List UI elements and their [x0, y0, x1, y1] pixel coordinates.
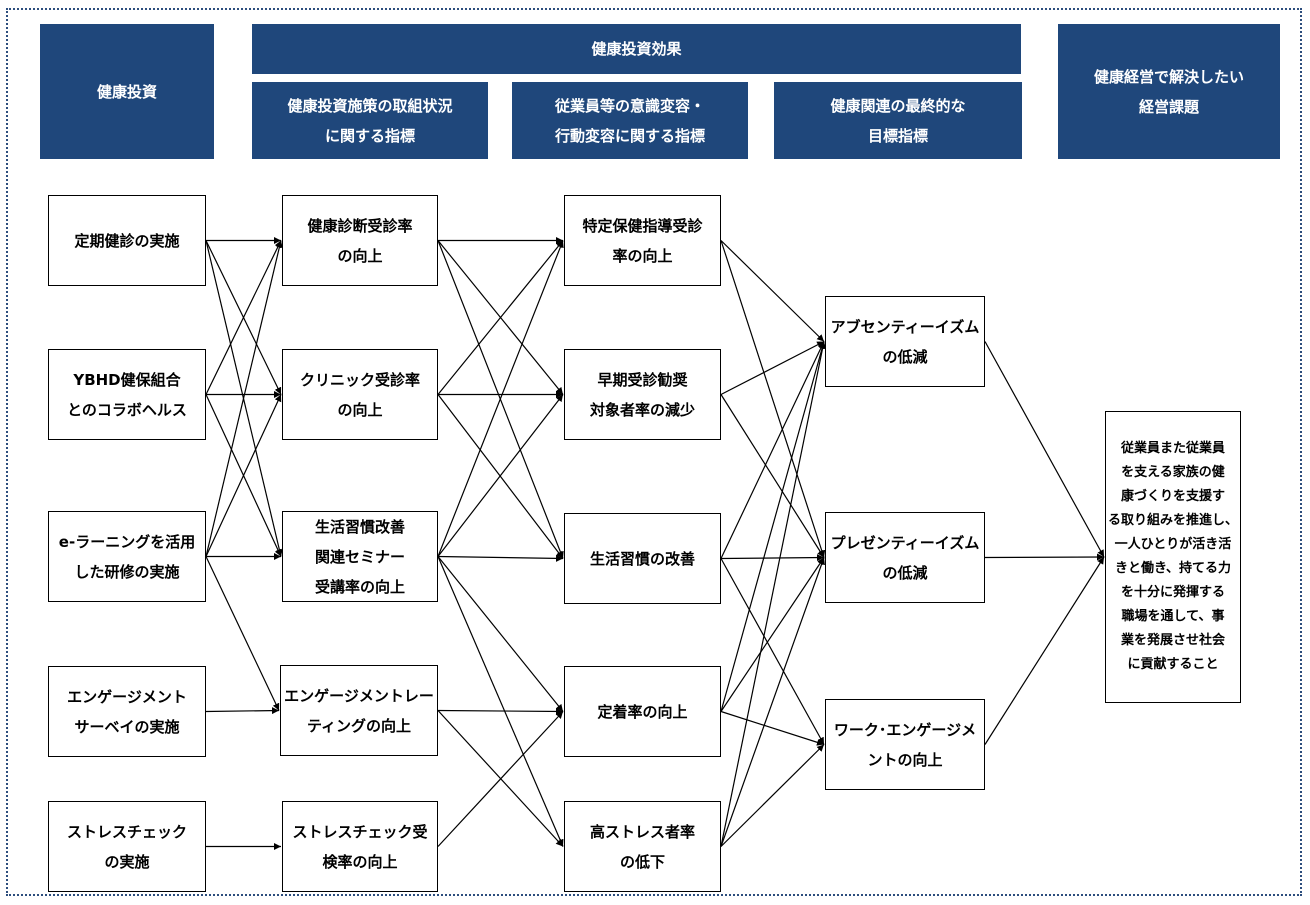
diagram-frame [6, 8, 1302, 896]
activity-box-3: 生活習慣改善 関連セミナー 受講率の向上 [282, 511, 438, 602]
investment-box-1: 定期健診の実施 [48, 195, 206, 286]
final-box-3: ワーク･エンゲージメ ントの向上 [825, 699, 985, 790]
arrow-beh1-to-fin1 [720, 240, 825, 342]
behavior-box-5: 高ストレス者率 の低下 [564, 801, 721, 892]
arrow-inv3-to-act2 [205, 394, 282, 557]
arrow-beh4-to-fin1 [720, 341, 826, 712]
arrow-act4-to-beh4 [437, 707, 564, 715]
behavior-box-1: 特定保健指導受診 率の向上 [564, 195, 721, 286]
header-behavior-indicators: 従業員等の意識変容・ 行動変容に関する指標 [512, 82, 748, 159]
activity-box-5: ストレスチェック受 検率の向上 [282, 801, 438, 892]
arrow-fin2-to-goal1 [984, 553, 1105, 561]
investment-box-5: ストレスチェック の実施 [48, 801, 206, 892]
arrow-act3-to-beh2 [437, 394, 564, 557]
final-box-2: プレゼンティーイズム の低減 [825, 512, 985, 603]
header-management-issue: 健康経営で解決したい 経営課題 [1058, 24, 1280, 159]
arrow-act2-to-beh1 [437, 240, 564, 395]
header-final-indicators: 健康関連の最終的な 目標指標 [774, 82, 1022, 159]
behavior-box-4: 定着率の向上 [564, 666, 721, 757]
header-activity-indicators: 健康投資施策の取組状況 に関する指標 [252, 82, 488, 159]
arrow-beh3-to-fin3 [720, 558, 825, 745]
arrow-fin3-to-goal1 [984, 556, 1105, 745]
arrow-beh3-to-fin2 [720, 554, 825, 562]
behavior-box-2: 早期受診勧奨 対象者率の減少 [564, 349, 721, 440]
arrow-inv2-to-act1 [205, 240, 282, 395]
arrow-inv3-to-act4 [205, 556, 280, 711]
header-investment: 健康投資 [40, 24, 214, 159]
arrow-beh5-to-fin1 [720, 341, 827, 847]
arrow-inv3-to-act1 [205, 240, 283, 557]
investment-box-4: エンゲージメント サーベイの実施 [48, 666, 206, 757]
arrow-act3-to-beh5 [437, 556, 564, 847]
arrow-act2-to-beh3 [437, 394, 564, 559]
arrow-beh2-to-fin1 [720, 340, 825, 396]
arrow-beh1-to-fin2 [720, 240, 826, 558]
arrow-beh5-to-fin2 [720, 557, 825, 847]
arrow-inv4-to-act4 [205, 707, 280, 715]
header-investment-effect: 健康投資効果 [252, 24, 1021, 74]
management-goal-box: 従業員また従業員 を支える家族の健 康づくりを支援す る取り組みを推進し、 一人… [1105, 411, 1241, 703]
arrow-act3-to-beh4 [437, 556, 564, 712]
arrow-beh4-to-fin3 [720, 710, 825, 746]
arrow-beh4-to-fin2 [720, 557, 825, 712]
activity-box-1: 健康診断受診率 の向上 [282, 195, 438, 286]
arrow-beh3-to-fin1 [720, 341, 825, 559]
arrow-beh5-to-fin3 [720, 744, 825, 847]
investment-box-3: e-ラーニングを活用 した研修の実施 [48, 511, 206, 602]
arrow-fin1-to-goal1 [984, 341, 1105, 558]
activity-box-2: クリニック受診率 の向上 [282, 349, 438, 440]
arrow-act3-to-beh3 [437, 554, 564, 562]
final-box-1: アブセンティーイズム の低減 [825, 296, 985, 387]
arrow-act5-to-beh4 [437, 711, 564, 847]
arrow-act3-to-beh1 [437, 240, 564, 557]
arrow-beh2-to-fin2 [720, 394, 825, 558]
activity-box-4: エンゲージメントレー ティングの向上 [280, 665, 438, 756]
behavior-box-3: 生活習慣の改善 [564, 513, 721, 604]
investment-box-2: YBHD健保組合 とのコラボヘルス [48, 349, 206, 440]
